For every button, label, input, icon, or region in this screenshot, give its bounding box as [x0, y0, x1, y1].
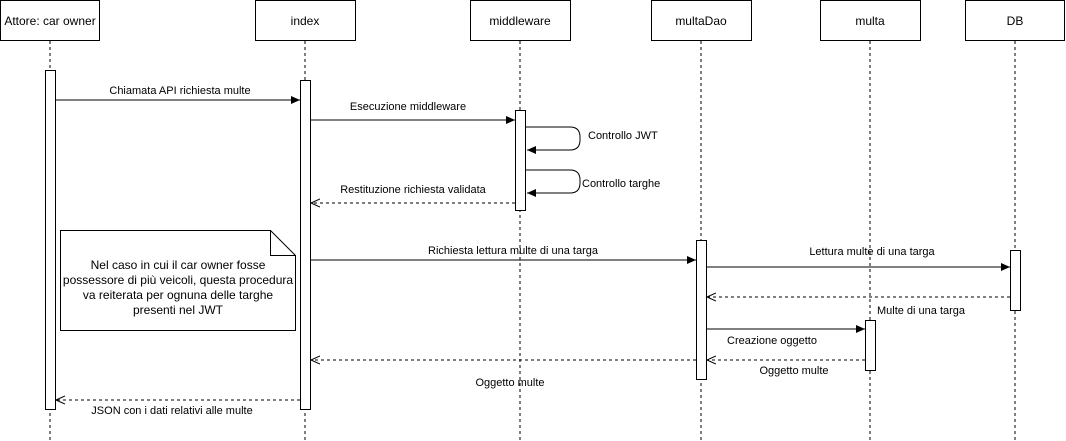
participant-multadao-label: multaDao: [675, 14, 727, 28]
activation-multadao: [696, 240, 707, 380]
message-label-m1: Chiamata API richiesta multe: [109, 85, 250, 97]
participant-middleware-label: middleware: [489, 14, 551, 28]
participant-owner[interactable]: Attore: car owner: [0, 0, 100, 41]
message-label-m5: Restituzione richiesta validata: [340, 184, 486, 196]
activation-index: [300, 80, 311, 410]
participant-db-label: DB: [1007, 14, 1024, 28]
participant-owner-label: Attore: car owner: [4, 14, 95, 28]
message-label-m2: Esecuzione middleware: [350, 101, 466, 113]
message-label-m9: Creazione oggetto: [727, 335, 817, 347]
participant-index-label: index: [291, 14, 320, 28]
message-label-m11: Oggetto multe: [475, 377, 544, 389]
participant-db[interactable]: DB: [965, 0, 1065, 41]
message-label-m6: Richiesta lettura multe di una targa: [428, 245, 599, 257]
message-arrow-m4: [526, 169, 581, 197]
participant-multa[interactable]: multa: [820, 0, 921, 41]
message-label-m12: JSON con i dati relativi alle multe: [91, 405, 252, 417]
message-label-m10: Oggetto multe: [759, 365, 828, 377]
activation-owner: [45, 70, 56, 410]
note: [60, 230, 296, 331]
activation-middleware: [515, 110, 526, 211]
activation-multa: [865, 320, 876, 371]
message-label-m3: Controllo JWT: [588, 130, 658, 142]
message-arrow-m3: [526, 126, 581, 154]
activation-db: [1010, 250, 1021, 311]
participant-multadao[interactable]: multaDao: [651, 0, 752, 41]
message-label-m8: Multe di una targa: [877, 305, 966, 317]
message-label-m7: Lettura multe di una targa: [809, 246, 935, 258]
message-label-m4: Controllo targhe: [582, 178, 660, 190]
participant-multa-label: multa: [855, 14, 885, 28]
note-text: Nel caso in cui il car owner fosse posse…: [62, 258, 294, 317]
participant-index[interactable]: index: [255, 0, 356, 41]
participant-middleware[interactable]: middleware: [470, 0, 571, 41]
